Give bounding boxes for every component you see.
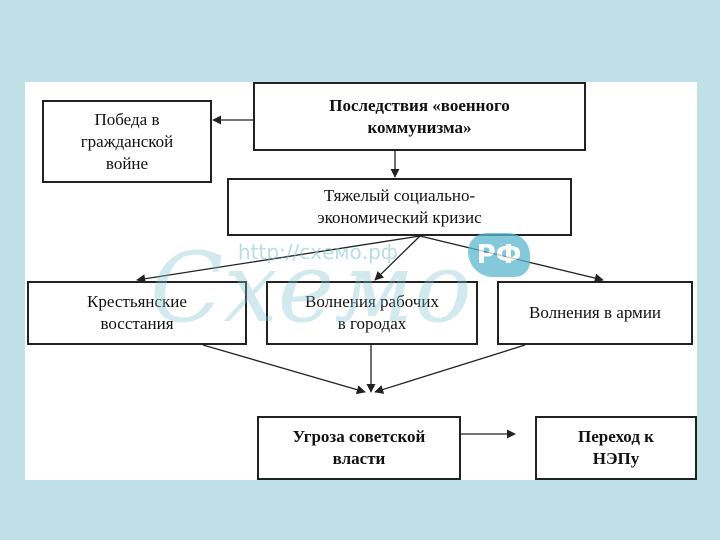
node-victory: Победа в гражданской войне [42, 100, 212, 183]
arrow-peasants-to-threat [202, 344, 366, 395]
node-crisis: Тяжелый социально- экономический кризис [227, 178, 572, 236]
arrow-army-to-threat [374, 344, 526, 394]
node-threat: Угроза советской власти [257, 416, 461, 480]
watermark-badge: РФ [468, 233, 530, 277]
watermark-script: Схемо [150, 232, 472, 344]
slide-canvas: Последствия «военного коммунизма» Победа… [25, 82, 697, 480]
node-army-unrest: Волнения в армии [497, 281, 693, 345]
node-worker-unrest: Волнения рабочих в городах [266, 281, 478, 345]
node-consequences: Последствия «военного коммунизма» [253, 82, 586, 151]
connector-layer [136, 115, 604, 439]
arrow-crisis-to-workers [374, 235, 421, 281]
node-nep-transition: Переход к НЭПу [535, 416, 697, 480]
arrow-crisis-to-peasants [136, 235, 421, 284]
watermark-url: http://схемо.рф [238, 240, 398, 264]
node-peasant-uprisings: Крестьянские восстания [27, 281, 247, 345]
